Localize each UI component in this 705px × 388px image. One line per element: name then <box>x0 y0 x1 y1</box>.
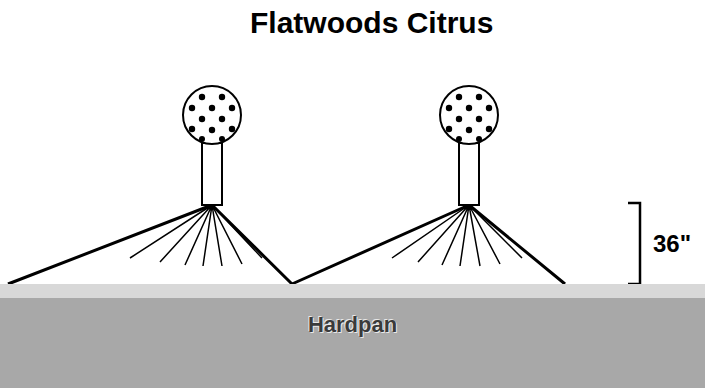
depth-label: 36" <box>653 230 691 258</box>
tree <box>183 86 498 205</box>
layer-name: Hardpan <box>308 312 397 338</box>
hardpan-band: Hardpan <box>0 284 705 388</box>
depth-bracket <box>628 203 640 284</box>
roots <box>8 205 565 284</box>
fruit-dots <box>189 94 492 142</box>
diagram-title: Flatwoods Citrus <box>250 6 493 40</box>
